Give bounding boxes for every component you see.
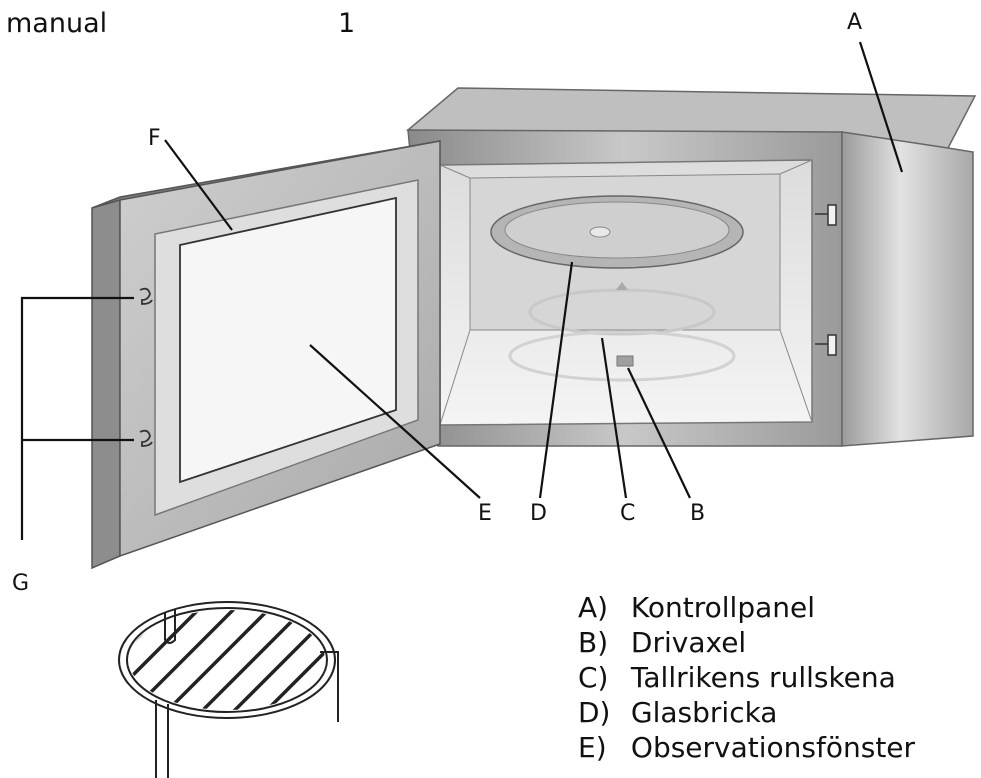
grill-rack <box>118 601 339 778</box>
callout-c: C <box>620 501 636 526</box>
callout-b: B <box>690 501 706 526</box>
door-hooks <box>139 287 153 447</box>
legend-label: Tallrikens rullskena <box>630 661 896 694</box>
leader-lines <box>20 41 904 540</box>
manual-title: manual <box>6 8 108 39</box>
legend-item-e: E) Observationsfönster <box>578 730 915 765</box>
legend-item-d: D) Glasbricka <box>578 695 915 730</box>
legend-item-a: A) Kontrollpanel <box>578 590 915 625</box>
figure-number: 1 <box>338 8 356 39</box>
microwave-door <box>91 140 441 570</box>
glass-tray <box>490 195 744 269</box>
legend-key: A) <box>578 591 609 624</box>
callout-e: E <box>478 501 492 526</box>
legend-key: E) <box>578 731 607 764</box>
legend-key: D) <box>578 696 611 729</box>
callout-g: G <box>12 571 30 596</box>
legend-key: C) <box>578 661 609 694</box>
drive-shaft <box>616 282 634 367</box>
callout-a: A <box>847 10 863 35</box>
legend-key: B) <box>578 626 609 659</box>
legend-label: Kontrollpanel <box>630 591 815 624</box>
callout-f: F <box>148 126 161 151</box>
legend-label: Glasbricka <box>630 696 778 729</box>
legend-label: Observationsfönster <box>630 731 916 764</box>
legend-item-c: C) Tallrikens rullskena <box>578 660 915 695</box>
legend-label: Drivaxel <box>630 626 747 659</box>
door-latch-slots <box>815 204 837 356</box>
legend-item-b: B) Drivaxel <box>578 625 915 660</box>
parts-legend: A) Kontrollpanel B) Drivaxel C) Tallrike… <box>578 590 915 765</box>
callout-d: D <box>530 501 547 526</box>
